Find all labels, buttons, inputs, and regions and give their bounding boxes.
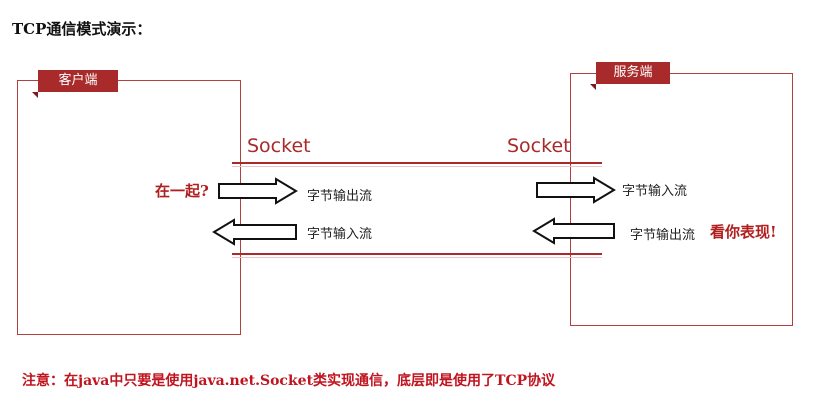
client-in-stream-label: 字节输入流 [307, 227, 373, 242]
socket-label-server: Socket [507, 135, 571, 157]
client-tag-fold [32, 92, 38, 98]
show-annotation: 看你表现! [710, 223, 777, 241]
server-in-stream-label: 字节输入流 [622, 184, 688, 199]
server-tag: 服务端 [596, 62, 670, 84]
client-out-stream-label: 字节输出流 [307, 189, 373, 204]
server-tag-fold [590, 84, 596, 90]
connection-top-line [232, 162, 602, 164]
page-title: TCP通信模式演示： [12, 20, 152, 38]
together-annotation: 在一起? [155, 182, 209, 200]
connection-bottom-line [232, 253, 602, 255]
client-box [17, 80, 241, 335]
client-out-arrow-icon [218, 177, 298, 205]
server-out-arrow-icon [532, 217, 615, 245]
client-in-arrow-icon [212, 218, 297, 246]
connection-top-line-shadow [232, 166, 602, 167]
connection-bottom-line-shadow [232, 257, 602, 258]
client-tag: 客户端 [38, 70, 118, 92]
socket-label-client: Socket [247, 135, 311, 157]
server-in-arrow-icon [536, 176, 616, 204]
server-box [570, 73, 793, 326]
server-out-stream-label: 字节输出流 [630, 228, 696, 243]
footer-note: 注意：在java中只要是使用java.net.Socket类实现通信，底层即是使… [22, 373, 556, 389]
